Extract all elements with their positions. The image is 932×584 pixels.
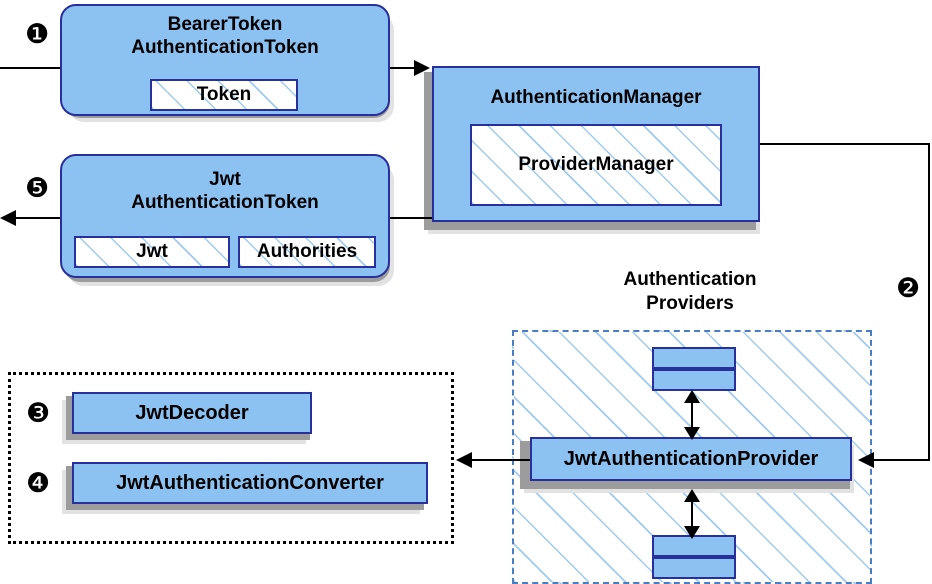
provider-slot-top-bar-2[interactable] (652, 369, 736, 391)
outgoing-response-line (16, 217, 62, 219)
bearer-to-manager-line (390, 67, 420, 69)
authentication-manager-title: AuthenticationManager (490, 87, 702, 108)
provider-to-support-line (470, 459, 530, 461)
step-badge-4: ❹ (26, 468, 51, 499)
provider-bottom-connector-line (691, 495, 693, 533)
manager-to-provider-line-vertical (928, 143, 930, 460)
manager-to-jwt-token-line (390, 217, 432, 219)
provider-slot-top-bar-1[interactable] (652, 347, 736, 369)
outgoing-response-arrowhead (0, 210, 16, 226)
incoming-request-line (0, 67, 62, 69)
provider-top-connector-arrow-down (684, 427, 700, 440)
jwt-token-title-line1: Jwt (209, 169, 241, 190)
provider-bottom-connector-arrow-down (684, 526, 700, 539)
jwt-token-title-line2: AuthenticationToken (131, 192, 319, 213)
jwt-authentication-provider-box[interactable]: JwtAuthenticationProvider (530, 437, 852, 481)
manager-to-provider-arrowhead (858, 452, 874, 468)
provider-manager-field[interactable]: ProviderManager (470, 124, 722, 206)
provider-slot-bottom-bar-2[interactable] (652, 557, 736, 579)
bearer-token-field-token[interactable]: Token (150, 79, 298, 111)
provider-top-connector-arrow-up (684, 390, 700, 403)
jwt-token-field-jwt[interactable]: Jwt (74, 236, 230, 268)
bearer-token-title-line1: BearerToken (167, 14, 283, 35)
provider-to-support-arrowhead (456, 452, 472, 468)
jwt-token-field-authorities[interactable]: Authorities (238, 236, 376, 268)
step-badge-5: ❺ (25, 173, 50, 204)
step-badge-2: ❷ (896, 273, 921, 304)
jwt-authentication-converter-box[interactable]: JwtAuthenticationConverter (72, 462, 428, 504)
jwt-support-container (8, 372, 454, 544)
provider-top-connector-line (691, 396, 693, 434)
authentication-providers-label-line2: Providers (646, 293, 734, 314)
authentication-providers-label-line1: Authentication (623, 269, 757, 290)
step-badge-3: ❸ (26, 398, 51, 429)
manager-to-provider-line-top (760, 143, 930, 145)
bearer-to-manager-arrowhead (414, 60, 430, 76)
provider-bottom-connector-arrow-up (684, 489, 700, 502)
authentication-providers-label: Authentication Providers (570, 268, 810, 316)
bearer-token-title-line2: AuthenticationToken (131, 37, 319, 58)
step-badge-1: ❶ (25, 19, 50, 50)
manager-to-provider-line-bottom (872, 459, 930, 461)
jwt-decoder-box[interactable]: JwtDecoder (72, 392, 312, 434)
